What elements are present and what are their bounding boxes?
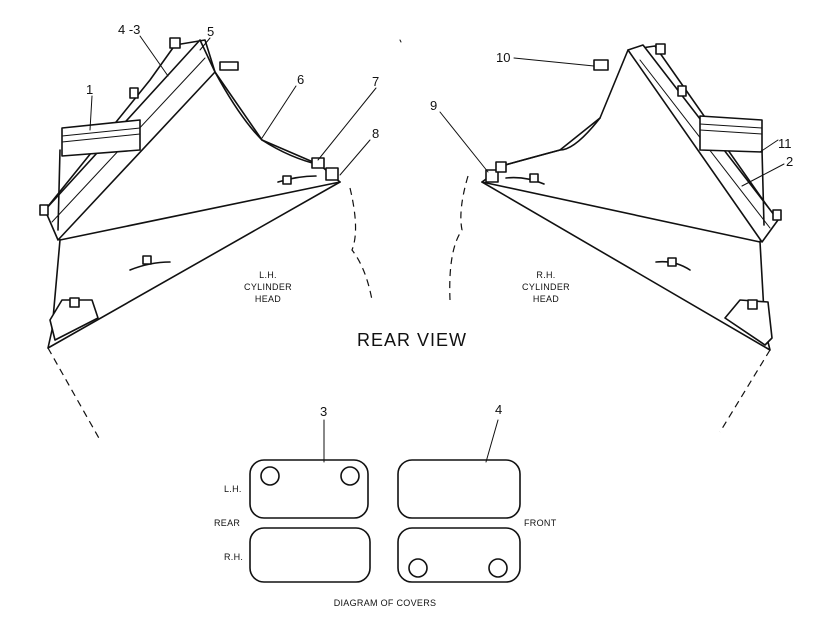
- covers-side-front: FRONT: [524, 518, 557, 528]
- cover-lh-front: [397, 459, 521, 519]
- lh-head-label-line1: L.H.: [259, 270, 277, 280]
- cover-rh-rear: [249, 527, 371, 583]
- covers-diagram: [249, 419, 521, 583]
- callout-9: 9: [430, 98, 437, 113]
- cover-lh-rear: [249, 459, 369, 519]
- left-lower-housing: [49, 299, 99, 341]
- covers-side-rear: REAR: [214, 518, 240, 528]
- callout-8: 8: [372, 126, 379, 141]
- stray-mark: [399, 39, 402, 43]
- rh-head-label-line3: HEAD: [533, 294, 559, 304]
- right-center-dash: [449, 175, 469, 301]
- left-head-curve: [214, 71, 321, 166]
- left-cylinder-bank: [39, 37, 373, 441]
- callout-1: 1: [86, 82, 93, 97]
- right-dash-extension: [719, 349, 771, 433]
- left-center-dash: [349, 187, 373, 301]
- callout-5: 5: [207, 24, 214, 39]
- rh-head-label-line2: CYLINDER: [522, 282, 570, 292]
- callout-11: 11: [778, 136, 792, 151]
- covers-callout-3: 3: [320, 404, 327, 419]
- lh-head-label-line3: HEAD: [255, 294, 281, 304]
- callout-leaders: [89, 35, 785, 187]
- cover-rh-front-hole-2: [488, 558, 508, 578]
- cover-lh-rear-hole-1: [260, 466, 280, 486]
- rh-head-label-line1: R.H.: [536, 270, 555, 280]
- left-side-wall: [57, 149, 61, 231]
- cover-rh-front-hole-1: [408, 558, 428, 578]
- covers-callout-4: 4: [495, 402, 502, 417]
- right-cylinder-bank: [449, 43, 782, 433]
- left-dash-extension: [47, 347, 101, 441]
- right-rail-bolts: [593, 43, 782, 221]
- left-rail-bolts: [39, 37, 239, 216]
- cover-lh-rear-hole-2: [340, 466, 360, 486]
- callout-6: 6: [297, 72, 304, 87]
- right-lower-housing: [724, 299, 773, 346]
- callout-7: 7: [372, 74, 379, 89]
- right-filler-ribs: [699, 123, 763, 135]
- callout-2: 2: [786, 154, 793, 169]
- lh-head-label-line2: CYLINDER: [244, 282, 292, 292]
- left-lower-bolts: [129, 157, 339, 271]
- right-filler-cover: [699, 115, 763, 153]
- cover-4-leader: [485, 419, 499, 463]
- cover-rh-front: [397, 527, 521, 583]
- callout-10: 10: [496, 50, 510, 65]
- right-head-curve: [504, 117, 601, 166]
- rear-view-title: REAR VIEW: [357, 330, 467, 350]
- right-lower-bolts: [485, 161, 691, 271]
- callout-4-3: 4 -3: [118, 22, 140, 37]
- covers-row-lh: L.H.: [224, 484, 242, 494]
- covers-row-rh: R.H.: [224, 552, 243, 562]
- left-filler-ribs: [61, 127, 141, 143]
- right-side-wall: [761, 149, 765, 226]
- covers-diagram-title: DIAGRAM OF COVERS: [334, 598, 437, 608]
